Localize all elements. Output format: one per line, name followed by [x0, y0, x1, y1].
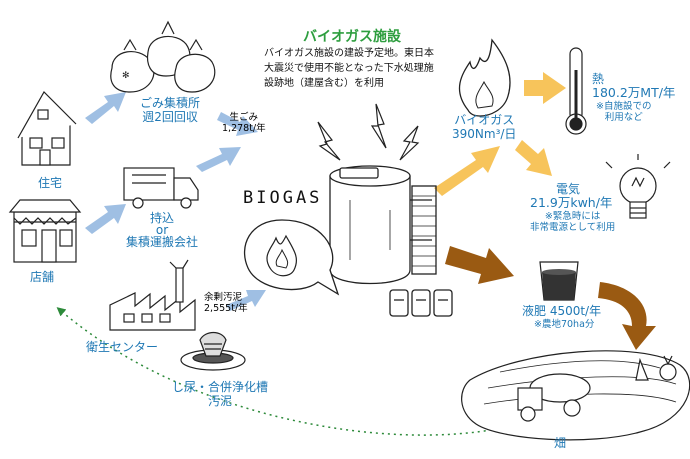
arrow-to-electricity: [515, 140, 552, 176]
orange-flow-arrows: [434, 72, 566, 196]
arrow-to-heat: [524, 72, 566, 104]
store-label: 店舗: [30, 270, 55, 284]
sanitation-center-label: 衛生センター: [86, 340, 159, 354]
garbage-site-label: ごみ集積所 週2回回収: [140, 96, 201, 124]
svg-text:✻: ✻: [122, 71, 130, 81]
arrow-plant-to-fertilizer: [445, 246, 514, 284]
sanitation-center-illustration: [109, 259, 196, 331]
heat-value: 180.2万MT/年: [592, 85, 676, 100]
heat-title: 熱: [592, 72, 605, 86]
arrow-plant-to-biogas: [434, 146, 500, 196]
biogas-output-label: バイオガス 390Nm³/日: [452, 113, 517, 141]
fertilizer-note: ※農地70ha分: [534, 319, 595, 330]
fertilizer-glass-icon: [539, 261, 579, 301]
lightbulb-icon: [605, 154, 671, 219]
arrow-garbage-to-plant: [217, 112, 258, 136]
septic-sludge-label: し尿・合併浄化槽 汚泥: [172, 380, 269, 408]
field-label: 畑: [554, 436, 567, 450]
biogas-tank-illustration: [329, 165, 453, 317]
flame-bubble: [243, 219, 340, 296]
biogas-flame-icon: [458, 38, 511, 117]
brown-flow-arrows: [445, 246, 656, 350]
arrow-house-to-garbage: [85, 92, 126, 124]
heat-note: ※自施設での 利用など: [596, 101, 652, 123]
truck-illustration: [123, 167, 199, 209]
electricity-title: 電気: [556, 182, 581, 196]
flame-icon: [266, 234, 298, 277]
biogas-label: BIOGAS: [243, 188, 323, 208]
field-illustration: [461, 350, 690, 441]
thermometer-icon: [565, 47, 587, 135]
garbage-flow-label: 生ごみ 1,278t/年: [222, 112, 266, 134]
arrow-fertilizer-to-field: [598, 282, 656, 350]
house-label: 住宅: [38, 176, 63, 190]
fertilizer-title: 液肥 4500t/年: [522, 304, 602, 318]
blue-flow-arrows: [85, 92, 266, 311]
lightning-bolts: [317, 103, 420, 161]
return-dotted-arrow: [56, 307, 539, 436]
facility-description: バイオガス施設の建設予定地。東日本大震災で使用不能となった下水処理施設跡地（建屋…: [264, 48, 434, 89]
garbage-bags-illustration: ✻: [110, 20, 216, 93]
sludge-drain-illustration: [180, 331, 246, 371]
lightning-bolt-icon: [399, 125, 420, 161]
house-illustration: [17, 91, 77, 166]
facility-title: バイオガス施設: [303, 29, 401, 45]
arrow-store-to-carryin: [85, 204, 126, 234]
electricity-note: ※緊急時には 非常電源として利用: [530, 211, 616, 233]
sludge-flow-label: 余剰汚泥 2,555t/年: [204, 292, 248, 314]
lightning-bolt-icon: [317, 121, 341, 161]
lightning-bolt-icon: [370, 103, 387, 149]
arrow-carryin-to-plant: [196, 147, 241, 172]
electricity-value: 21.9万kwh/年: [530, 195, 613, 210]
arrow-sanitation-to-plant: [226, 290, 266, 311]
store-illustration: [8, 199, 82, 263]
carry-in-label: 持込 or 集積運搬会社: [126, 211, 199, 249]
